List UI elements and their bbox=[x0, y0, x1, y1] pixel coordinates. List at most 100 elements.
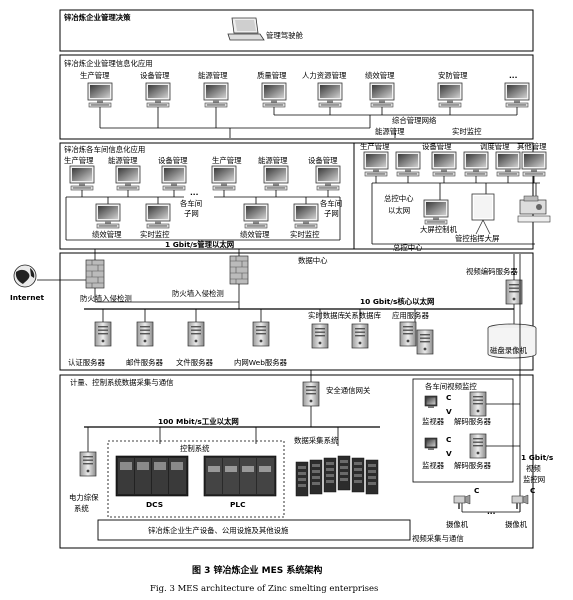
production-facilities-bar bbox=[97, 519, 411, 541]
figure-caption-en: Fig. 3 MES architecture of Zinc smelting… bbox=[150, 584, 378, 594]
computer-icon bbox=[261, 82, 287, 108]
computer-icon bbox=[431, 151, 457, 177]
computer-icon bbox=[317, 82, 343, 108]
computer-icon bbox=[504, 82, 530, 108]
database-server-icon bbox=[351, 323, 369, 349]
cockpit-label: 管理驾驶舱 bbox=[266, 31, 304, 40]
firewall-icon bbox=[85, 259, 105, 289]
workshop-label: 能源管理 bbox=[258, 156, 288, 165]
workshop-label: 能源管理 bbox=[108, 156, 138, 165]
mgmt-label-security: 安防管理 bbox=[438, 71, 468, 80]
laptop-icon bbox=[227, 17, 265, 41]
decoder-label: 解码服务器 bbox=[454, 461, 492, 470]
computer-icon bbox=[87, 82, 113, 108]
management-layer-frame bbox=[59, 54, 534, 140]
control-system-frame bbox=[107, 440, 285, 518]
subnet-label-left-1: 各车间 bbox=[180, 199, 202, 208]
monitor-label: 监视器 bbox=[422, 417, 445, 426]
right-label-production: 生产管理 bbox=[360, 142, 390, 151]
core-ethernet-label: 10 Gbit/s核心以太网 bbox=[360, 297, 434, 306]
video-net-label-3: 监控网 bbox=[523, 475, 545, 484]
control-system-label: 控制系统 bbox=[180, 444, 210, 453]
workshop-layer-title: 锌冶炼各车间信息化应用 bbox=[64, 145, 145, 154]
decision-layer-title: 锌冶炼企业管理决策 bbox=[64, 13, 131, 22]
firewall-icon bbox=[229, 255, 249, 285]
app-server-label: 应用服务器 bbox=[392, 311, 430, 320]
mgmt-label-quality: 质量管理 bbox=[257, 71, 287, 80]
power-protection-server-icon bbox=[79, 451, 97, 477]
management-layer: 锌冶炼企业管理信息化应用 生产管理 设备管理 能源管理 质量管理 人力资源管理 … bbox=[59, 54, 534, 140]
computer-icon bbox=[243, 203, 269, 229]
firewall-label-1: 防火墙入侵检测 bbox=[80, 294, 132, 303]
mgmt-label-production: 生产管理 bbox=[80, 71, 110, 80]
monitor-icon bbox=[424, 437, 438, 451]
computer-icon bbox=[69, 165, 95, 191]
sub-item-realtime: 实时监控 bbox=[290, 230, 320, 239]
production-facilities-label: 锌冶炼企业生产设备、公用设施及其他设施 bbox=[148, 526, 289, 535]
camera-label: 摄像机 bbox=[446, 520, 469, 529]
central-control-lines bbox=[371, 176, 540, 245]
data-center-frame bbox=[59, 252, 534, 371]
web-server-label: 内网Web服务器 bbox=[234, 358, 288, 367]
sub-item-performance: 绩效管理 bbox=[240, 230, 270, 239]
decoder-server-icon bbox=[469, 433, 487, 459]
workshop-ellipsis: ... bbox=[190, 188, 199, 197]
mgmt-label-more: ... bbox=[509, 71, 518, 80]
computer-icon bbox=[211, 165, 237, 191]
computer-icon bbox=[293, 203, 319, 229]
management-ethernet: 1 Gbit/s管理以太网 bbox=[60, 239, 533, 250]
subnet-label-right-2: 子网 bbox=[324, 209, 339, 218]
management-layer-title: 锌冶炼企业管理信息化应用 bbox=[64, 59, 153, 68]
realtime-db-label: 实时数据库 bbox=[308, 311, 346, 320]
video-acquisition-label: 视频采集与通信 bbox=[412, 534, 464, 543]
internet-label: Internet bbox=[10, 293, 44, 302]
projector-icon bbox=[517, 195, 551, 223]
workshop-subnet-lines bbox=[65, 190, 341, 240]
gateway-server-icon bbox=[302, 381, 320, 407]
command-screen-label: 管控指挥大屏 bbox=[455, 234, 499, 243]
camera-c-label: C bbox=[530, 486, 535, 495]
power-protection-label-2: 系统 bbox=[74, 504, 89, 513]
dcs-cabinet-icon bbox=[115, 455, 189, 497]
figure-caption-cn: 图 3 锌冶炼企业 MES 系统架构 bbox=[192, 564, 322, 576]
central-control-label-3: 总控中心 bbox=[393, 243, 423, 252]
camera-c-label: C bbox=[474, 486, 479, 495]
acquisition-links bbox=[87, 427, 339, 452]
central-control-label-1: 总控中心 bbox=[384, 194, 414, 203]
database-server-icon bbox=[311, 323, 329, 349]
computer-icon bbox=[115, 165, 141, 191]
mgmt-label-performance: 绩效管理 bbox=[365, 71, 395, 80]
workshop-label: 生产管理 bbox=[212, 156, 242, 165]
relational-db-label: 关系数据库 bbox=[344, 311, 382, 320]
server-icon bbox=[187, 321, 205, 347]
server-icon bbox=[252, 321, 270, 347]
video-monitor-title: 各车间视频监控 bbox=[425, 382, 477, 391]
workshop-label: 生产管理 bbox=[64, 156, 94, 165]
computer-icon bbox=[495, 151, 521, 177]
power-protection-label-1: 电力综保 bbox=[69, 493, 99, 502]
middle-energy-label: 能源管理 bbox=[375, 127, 405, 136]
computer-icon bbox=[161, 165, 187, 191]
server-icon bbox=[136, 321, 154, 347]
projector-screen-icon bbox=[471, 193, 495, 235]
mgmt-label-equipment: 设备管理 bbox=[140, 71, 170, 80]
decoder-label: 解码服务器 bbox=[454, 417, 492, 426]
data-acquisition-racks bbox=[295, 455, 379, 497]
workshop-label: 设备管理 bbox=[308, 156, 338, 165]
plc-label: PLC bbox=[230, 500, 246, 509]
mgmt-label-hr: 人力资源管理 bbox=[302, 71, 347, 80]
codec-c-label: C bbox=[446, 393, 451, 402]
sub-item-performance: 绩效管理 bbox=[92, 230, 122, 239]
server-icon bbox=[399, 321, 417, 347]
subnet-label-right-1: 各车间 bbox=[320, 199, 342, 208]
disk-recorder-icon bbox=[487, 323, 537, 359]
monitor-icon bbox=[424, 395, 438, 409]
camera-ellipsis: ... bbox=[487, 507, 496, 516]
plc-cabinet-icon bbox=[203, 455, 277, 497]
right-label-equipment: 设备管理 bbox=[422, 142, 452, 151]
workshop-label: 设备管理 bbox=[158, 156, 188, 165]
codec-v-label: V bbox=[446, 449, 452, 458]
server-icon bbox=[94, 321, 112, 347]
security-gateway-label: 安全通信网关 bbox=[326, 386, 371, 395]
computer-icon bbox=[423, 199, 449, 225]
